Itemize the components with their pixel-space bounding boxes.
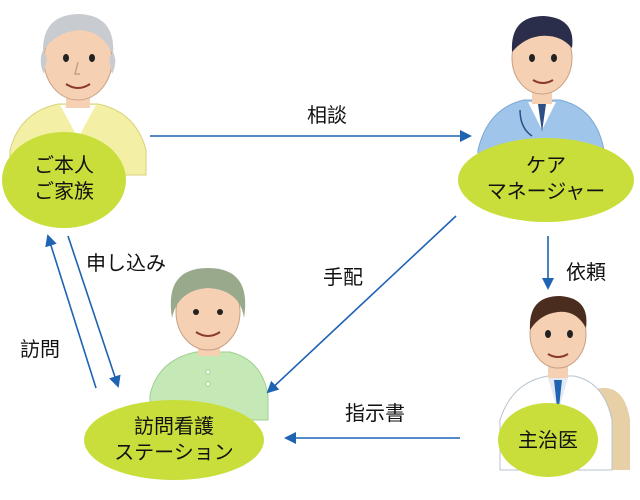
node-care-manager-line2: マネージャー (487, 179, 606, 203)
arrow-arrange (266, 215, 457, 394)
edge-label-apply: 申し込み (86, 251, 166, 275)
node-family-line1: ご本人 (34, 153, 94, 177)
edge-label-instruction: 指示書 (345, 401, 405, 425)
edge-label-consult: 相談 (307, 103, 347, 127)
node-family: ご本人 ご家族 (2, 132, 126, 228)
edge-label-visit: 訪問 (20, 337, 60, 361)
node-physician-label: 主治医 (518, 428, 578, 452)
node-care-manager-line1: ケア (526, 153, 566, 177)
edge-label-request: 依頼 (566, 260, 606, 284)
node-visiting-nurse-line2: ステーション (114, 440, 234, 464)
node-visiting-nurse-station: 訪問看護 ステーション (84, 400, 264, 480)
node-care-manager: ケア マネージャー (458, 138, 634, 222)
arrow-apply (67, 235, 121, 388)
node-physician: 主治医 (498, 403, 598, 477)
arrow-visit (45, 234, 97, 389)
doctor-illustration (499, 296, 630, 471)
edge-label-arrange: 手配 (323, 265, 363, 289)
node-family-line2: ご家族 (34, 179, 94, 203)
node-visiting-nurse-line1: 訪問看護 (134, 414, 214, 438)
elderly-woman-illustration (149, 268, 269, 421)
